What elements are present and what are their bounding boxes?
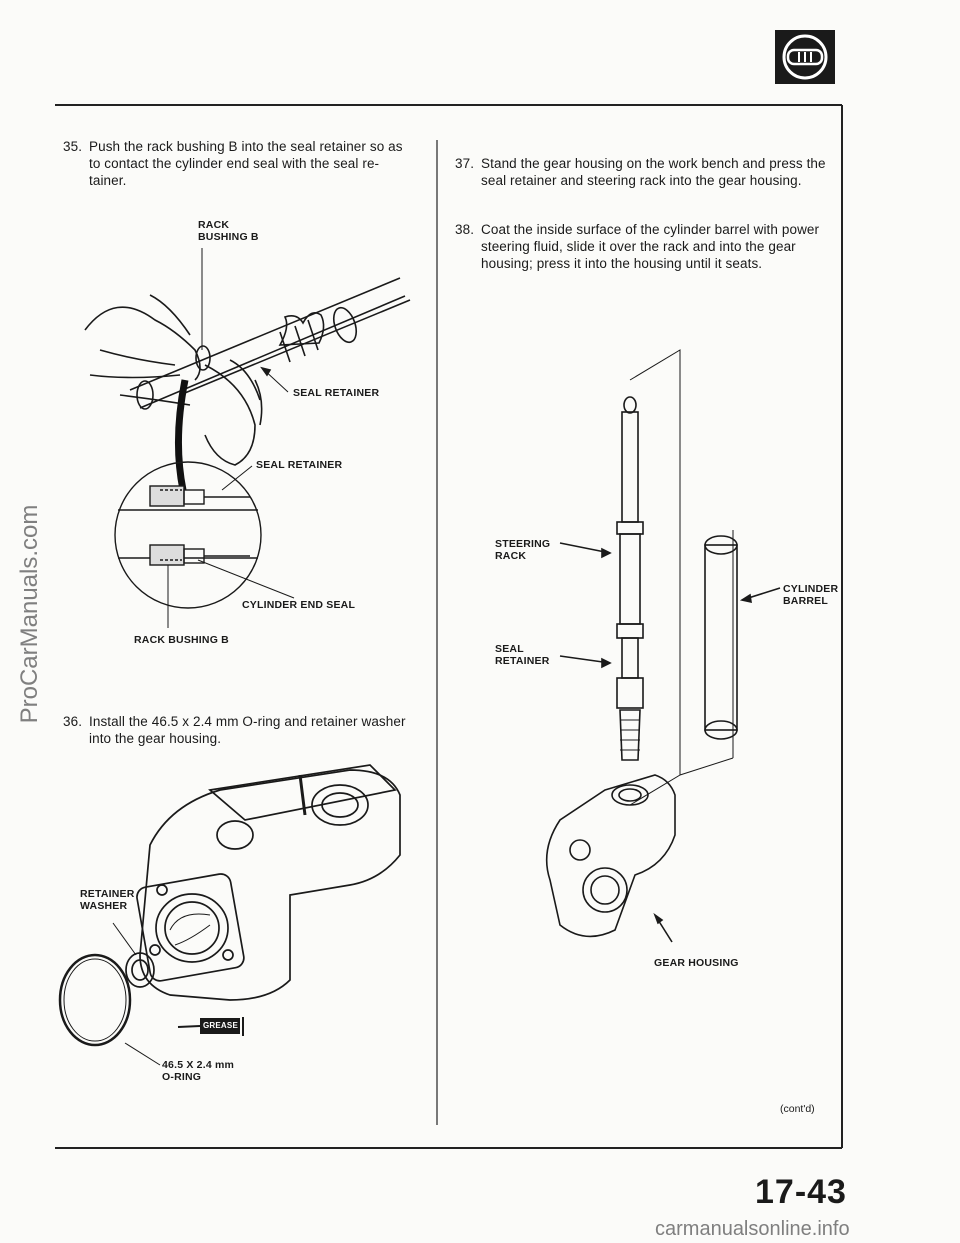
label-cylinder-end-seal: CYLINDER END SEAL xyxy=(242,599,356,611)
label-rack-bushing-b-top: RACK BUSHING B xyxy=(198,219,259,243)
gear-housing-oring-figure xyxy=(58,764,401,1066)
seal-detail-figure xyxy=(114,461,295,628)
step-number: 37. xyxy=(455,156,475,171)
grease-tube-icon xyxy=(177,1017,244,1036)
step-text: Install the 46.5 x 2.4 mm O-ring and ret… xyxy=(89,714,406,746)
label-grease: GREASE xyxy=(203,1021,238,1030)
label-seal-retainer-1: SEAL RETAINER xyxy=(293,387,380,399)
step-number: 38. xyxy=(455,222,475,237)
rack-assembly-figure xyxy=(545,349,781,943)
rack-bushing-figure xyxy=(84,248,411,491)
label-o-ring: 46.5 X 2.4 mm O-RING xyxy=(162,1059,235,1083)
label-cylinder-barrel: CYLINDER BARREL xyxy=(783,583,839,607)
side-watermark: ProCarManuals.com xyxy=(16,504,43,724)
label-seal-retainer-3: SEAL RETAINER xyxy=(495,643,550,667)
label-gear-housing: GEAR HOUSING xyxy=(654,957,739,969)
step-number: 36. xyxy=(63,714,83,729)
step-text: Push the rack bushing B into the seal re… xyxy=(89,139,403,188)
continued-note: (cont'd) xyxy=(780,1103,815,1115)
label-steering-rack: STEERING RACK xyxy=(495,538,551,562)
label-seal-retainer-2: SEAL RETAINER xyxy=(256,459,343,471)
page-number: 17-43 xyxy=(755,1173,847,1211)
steering-wheel-icon xyxy=(775,30,835,84)
step-text: Coat the inside surface of the cylinder … xyxy=(481,222,820,271)
bottom-watermark: carmanualsonline.info xyxy=(655,1218,850,1240)
step-number: 35. xyxy=(63,139,83,154)
label-retainer-washer: RETAINER WASHER xyxy=(80,888,135,912)
step-text: Stand the gear housing on the work bench… xyxy=(481,156,826,188)
label-rack-bushing-b-bottom: RACK BUSHING B xyxy=(134,634,229,646)
